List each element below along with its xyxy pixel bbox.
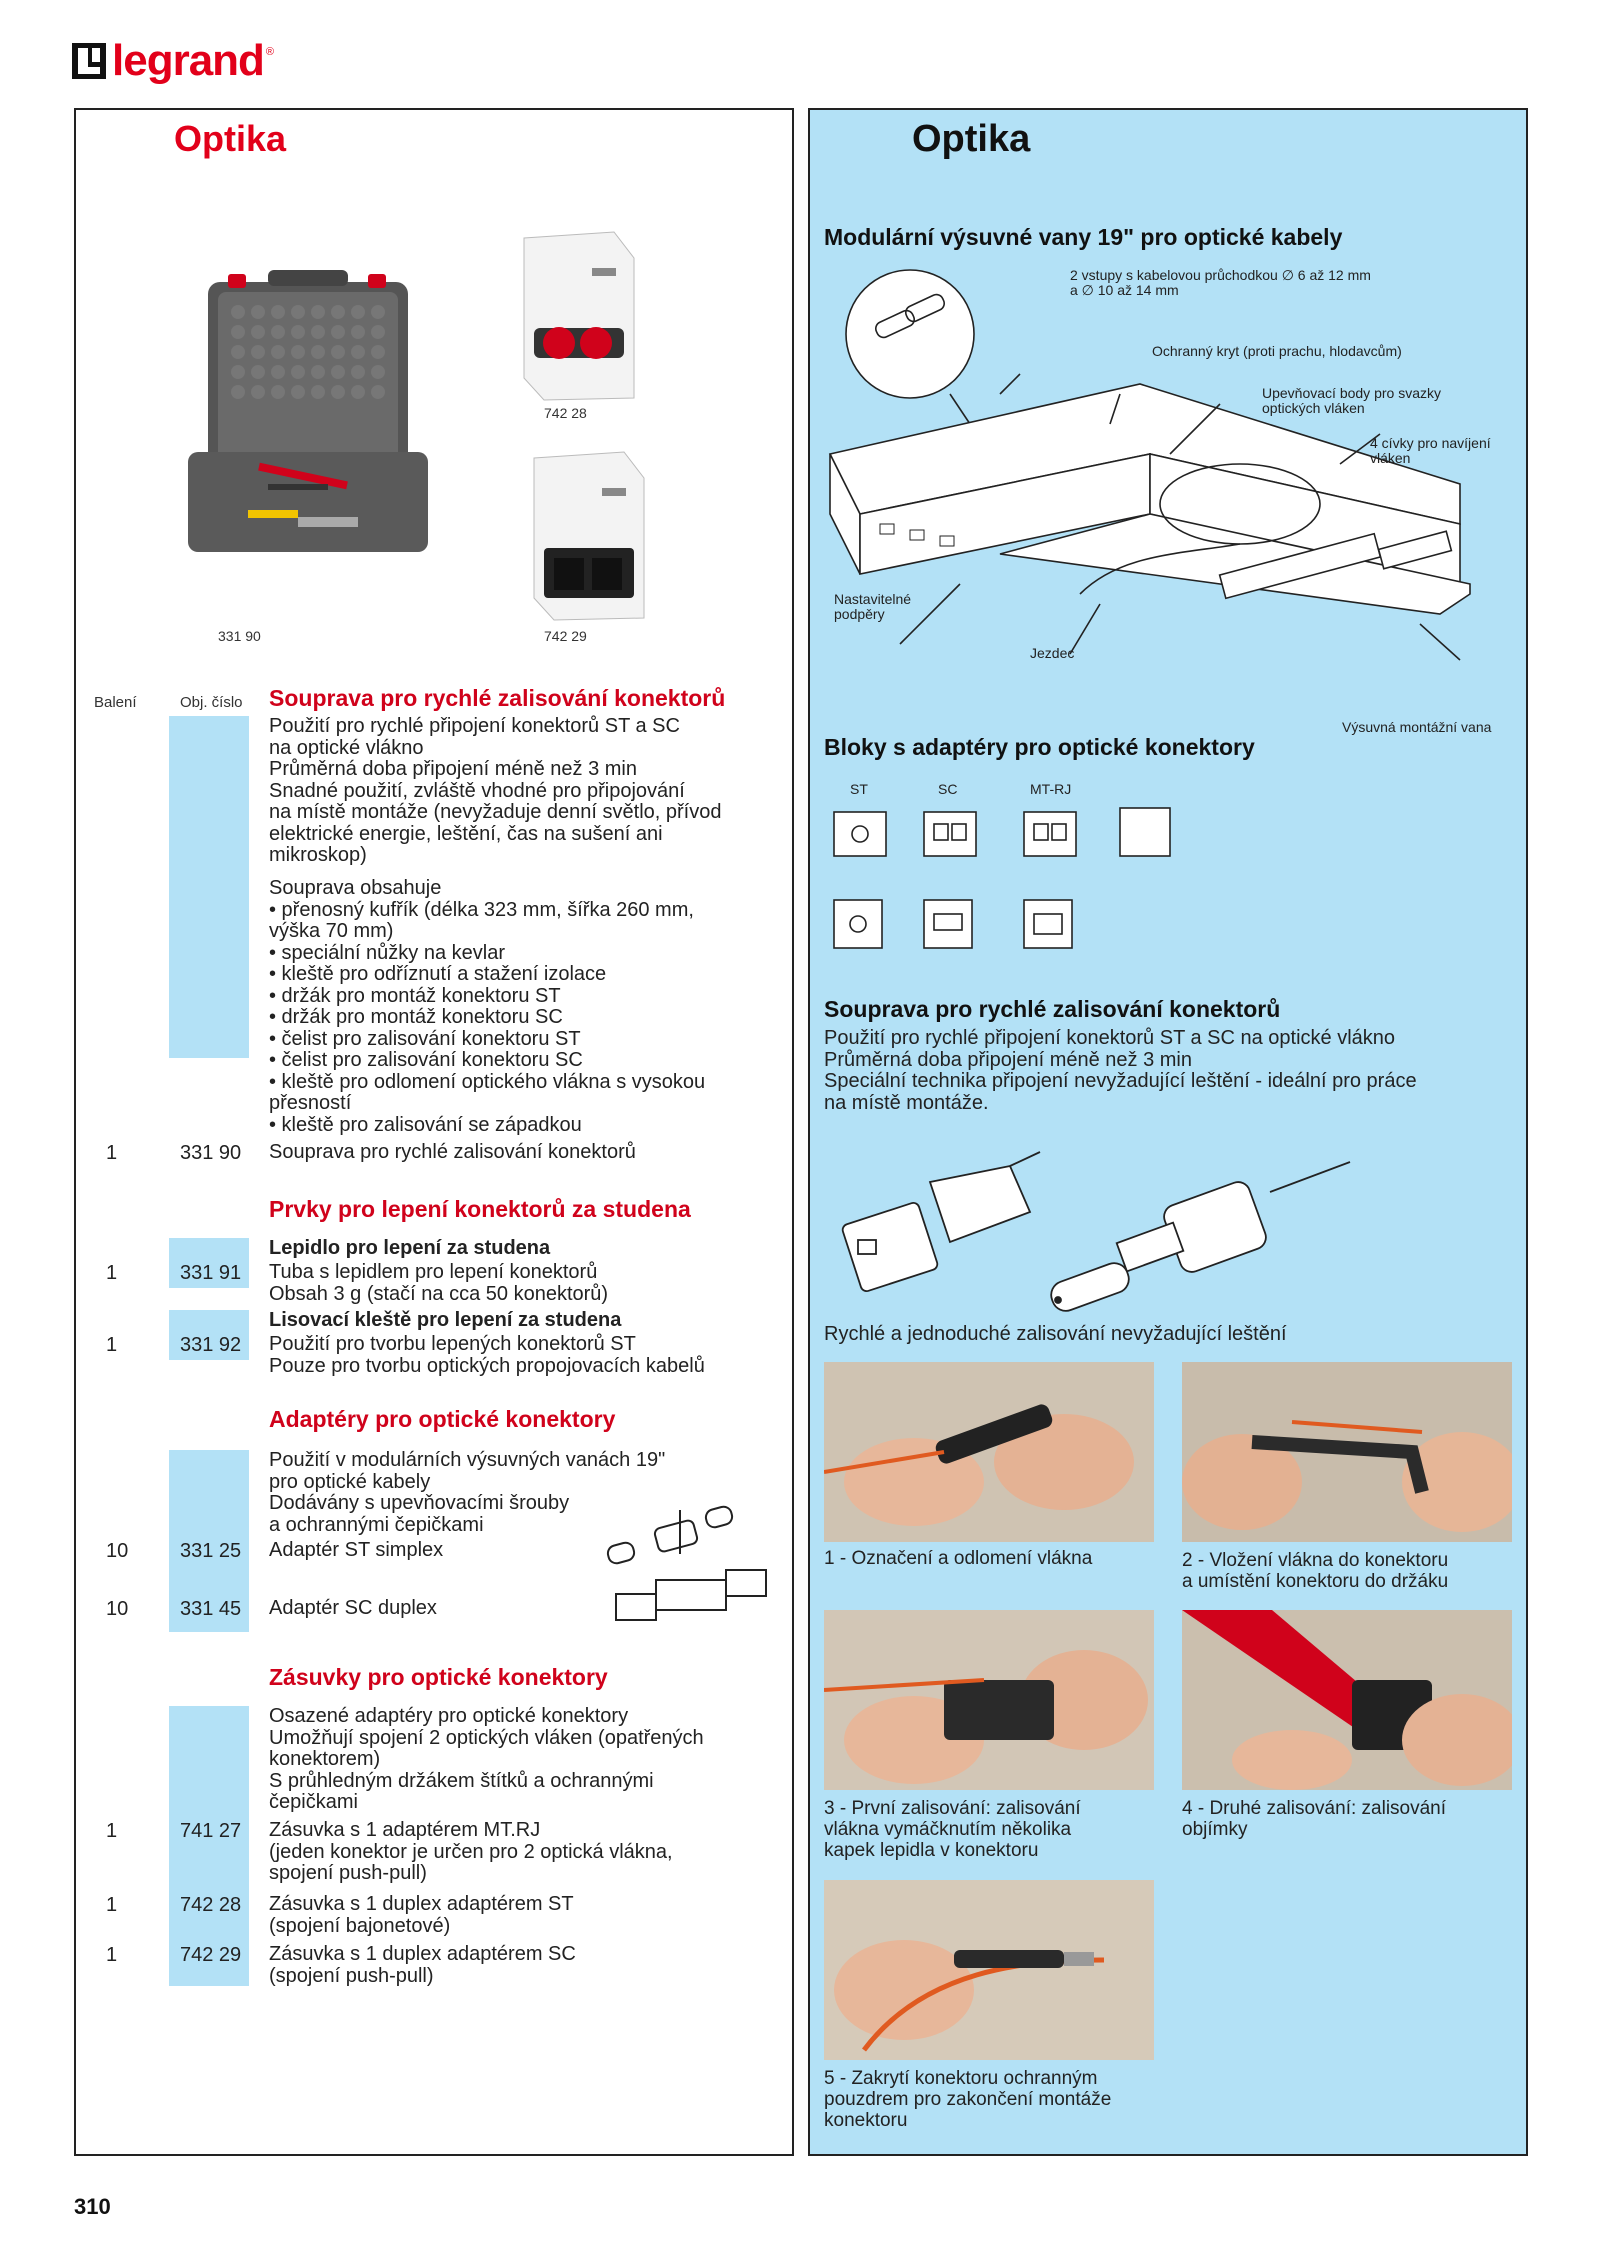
- adapters-heading: Bloky s adaptéry pro optické konektory: [824, 734, 1255, 760]
- item-code: 741 27: [180, 1820, 242, 1842]
- item-qty: 1: [106, 1142, 118, 1164]
- code-column-bg-2: [169, 1238, 249, 1288]
- adapter-drawing: [596, 1494, 786, 1634]
- step-3-caption: 3 - První zalisování: zalisování vlákna …: [824, 1798, 1081, 1861]
- item-desc: Zásuvka s 1 duplex adaptérem ST (spojení…: [269, 1893, 574, 1937]
- kit-text: Použití pro rychlé připojení konektorů S…: [824, 1027, 1417, 1114]
- case-image-caption: 331 90: [218, 628, 261, 644]
- step-3-photo: [824, 1610, 1154, 1790]
- item-desc: Adaptér SC duplex: [269, 1597, 437, 1619]
- section-title-adapters: Adaptéry pro optické konektory: [269, 1406, 616, 1432]
- item-qty: 10: [106, 1598, 129, 1620]
- crimp-kit-contents: Souprava obsahuje • přenosný kufřík (dél…: [269, 877, 706, 1136]
- socket-sc-image: [524, 448, 654, 624]
- item-qty: 1: [106, 1944, 118, 1966]
- step-4-caption: 4 - Druhé zalisování: zalisování objímky: [1182, 1798, 1447, 1840]
- label-tray: Výsuvná montážní vana: [1342, 719, 1492, 735]
- registered-mark: ®: [265, 46, 275, 58]
- code-column-bg-1: [169, 716, 249, 1058]
- connector-drawing: [830, 1122, 1430, 1352]
- item-code: 331 25: [180, 1540, 242, 1562]
- step-5-photo: [824, 1880, 1154, 2060]
- left-panel: Optika 331 90: [74, 108, 794, 2156]
- label-cover: Ochranný kryt (proti prachu, hlodavcům): [1152, 343, 1402, 359]
- socket-st-image: [514, 228, 644, 404]
- socket-sc-caption: 742 29: [544, 628, 587, 644]
- section-title-cold-glue: Prvky pro lepení konektorů za studena: [269, 1196, 691, 1222]
- code-column-bg-5: [169, 1706, 249, 1986]
- item-qty: 1: [106, 1262, 118, 1284]
- code-column-bg-4: [169, 1450, 249, 1632]
- step-5-caption: 5 - Zakrytí konektoru ochranným pouzdrem…: [824, 2068, 1112, 2131]
- drawer-drawing: [820, 254, 1520, 824]
- legrand-logo-icon: [72, 43, 106, 79]
- item-qty: 1: [106, 1820, 118, 1842]
- right-panel: Optika Modulární výsuvné vany 19" pro op…: [808, 108, 1528, 2156]
- adapter-blocks-drawing: [824, 800, 1204, 960]
- col-header-qty: Balení: [94, 694, 137, 711]
- item-code: 331 90: [180, 1142, 242, 1164]
- item-desc: Použití pro tvorbu lepených konektorů ST…: [269, 1333, 705, 1377]
- step-1-caption: 1 - Označení a odlomení vlákna: [824, 1548, 1093, 1569]
- sockets-intro: Osazené adaptéry pro optické konektory U…: [269, 1705, 704, 1813]
- item-code: 331 45: [180, 1598, 242, 1620]
- item-desc: Zásuvka s 1 adaptérem MT.RJ (jeden konek…: [269, 1819, 673, 1884]
- page-number: 310: [74, 2194, 111, 2219]
- item-qty: 1: [106, 1894, 118, 1916]
- step-4-photo: [1182, 1610, 1512, 1790]
- legrand-logo: legrand ®: [72, 36, 274, 86]
- col-header-code: Obj. číslo: [180, 694, 243, 711]
- item-code: 742 29: [180, 1944, 242, 1966]
- item-desc: Zásuvka s 1 duplex adaptérem SC (spojení…: [269, 1943, 576, 1987]
- item-code: 331 91: [180, 1262, 242, 1284]
- label-fixing: Upevňovací body pro svazky optických vlá…: [1262, 385, 1441, 416]
- label-slider: Jezdec: [1030, 645, 1075, 661]
- drawer-heading: Modulární výsuvné vany 19" pro optické k…: [824, 224, 1343, 250]
- item-desc: Adaptér ST simplex: [269, 1539, 444, 1561]
- kit-heading: Souprava pro rychlé zalisování konektorů: [824, 996, 1281, 1022]
- label-supports: Nastavitelné podpěry: [834, 591, 912, 622]
- socket-st-caption: 742 28: [544, 405, 587, 421]
- adapter-type-mtrj: MT-RJ: [1030, 781, 1072, 797]
- label-spools: 4 cívky pro navíjení vláken: [1370, 435, 1491, 466]
- adapters-intro: Použití v modulárních výsuvných vanách 1…: [269, 1449, 666, 1536]
- item-head: Lisovací kleště pro lepení za studena: [269, 1309, 622, 1331]
- step-1-photo: [824, 1362, 1154, 1542]
- item-code: 742 28: [180, 1894, 242, 1916]
- item-code: 331 92: [180, 1334, 242, 1356]
- item-qty: 1: [106, 1334, 118, 1356]
- adapter-type-st: ST: [850, 781, 868, 797]
- left-page-title: Optika: [174, 118, 287, 159]
- item-desc: Tuba s lepidlem pro lepení konektorů Obs…: [269, 1261, 609, 1305]
- right-page-title: Optika: [912, 118, 1031, 160]
- section-title-sockets: Zásuvky pro optické konektory: [269, 1664, 608, 1690]
- step-2-photo: [1182, 1362, 1512, 1542]
- code-column-bg-3: [169, 1310, 249, 1360]
- item-desc: Souprava pro rychlé zalisování konektorů: [269, 1141, 636, 1163]
- kit-subcaption: Rychlé a jednoduché zalisování nevyžaduj…: [824, 1323, 1287, 1345]
- item-qty: 10: [106, 1540, 129, 1562]
- crimp-kit-intro: Použití pro rychlé připojení konektorů S…: [269, 715, 722, 866]
- section-title-crimp-kit: Souprava pro rychlé zalisování konektorů: [269, 685, 726, 711]
- item-head: Lepidlo pro lepení za studena: [269, 1237, 551, 1259]
- brand-name: legrand: [112, 36, 265, 85]
- step-2-caption: 2 - Vložení vlákna do konektoru a umístě…: [1182, 1550, 1449, 1592]
- tool-case-image: [168, 242, 452, 710]
- adapter-type-sc: SC: [938, 781, 958, 797]
- label-inputs: 2 vstupy s kabelovou průchodkou ∅ 6 až 1…: [1070, 267, 1371, 298]
